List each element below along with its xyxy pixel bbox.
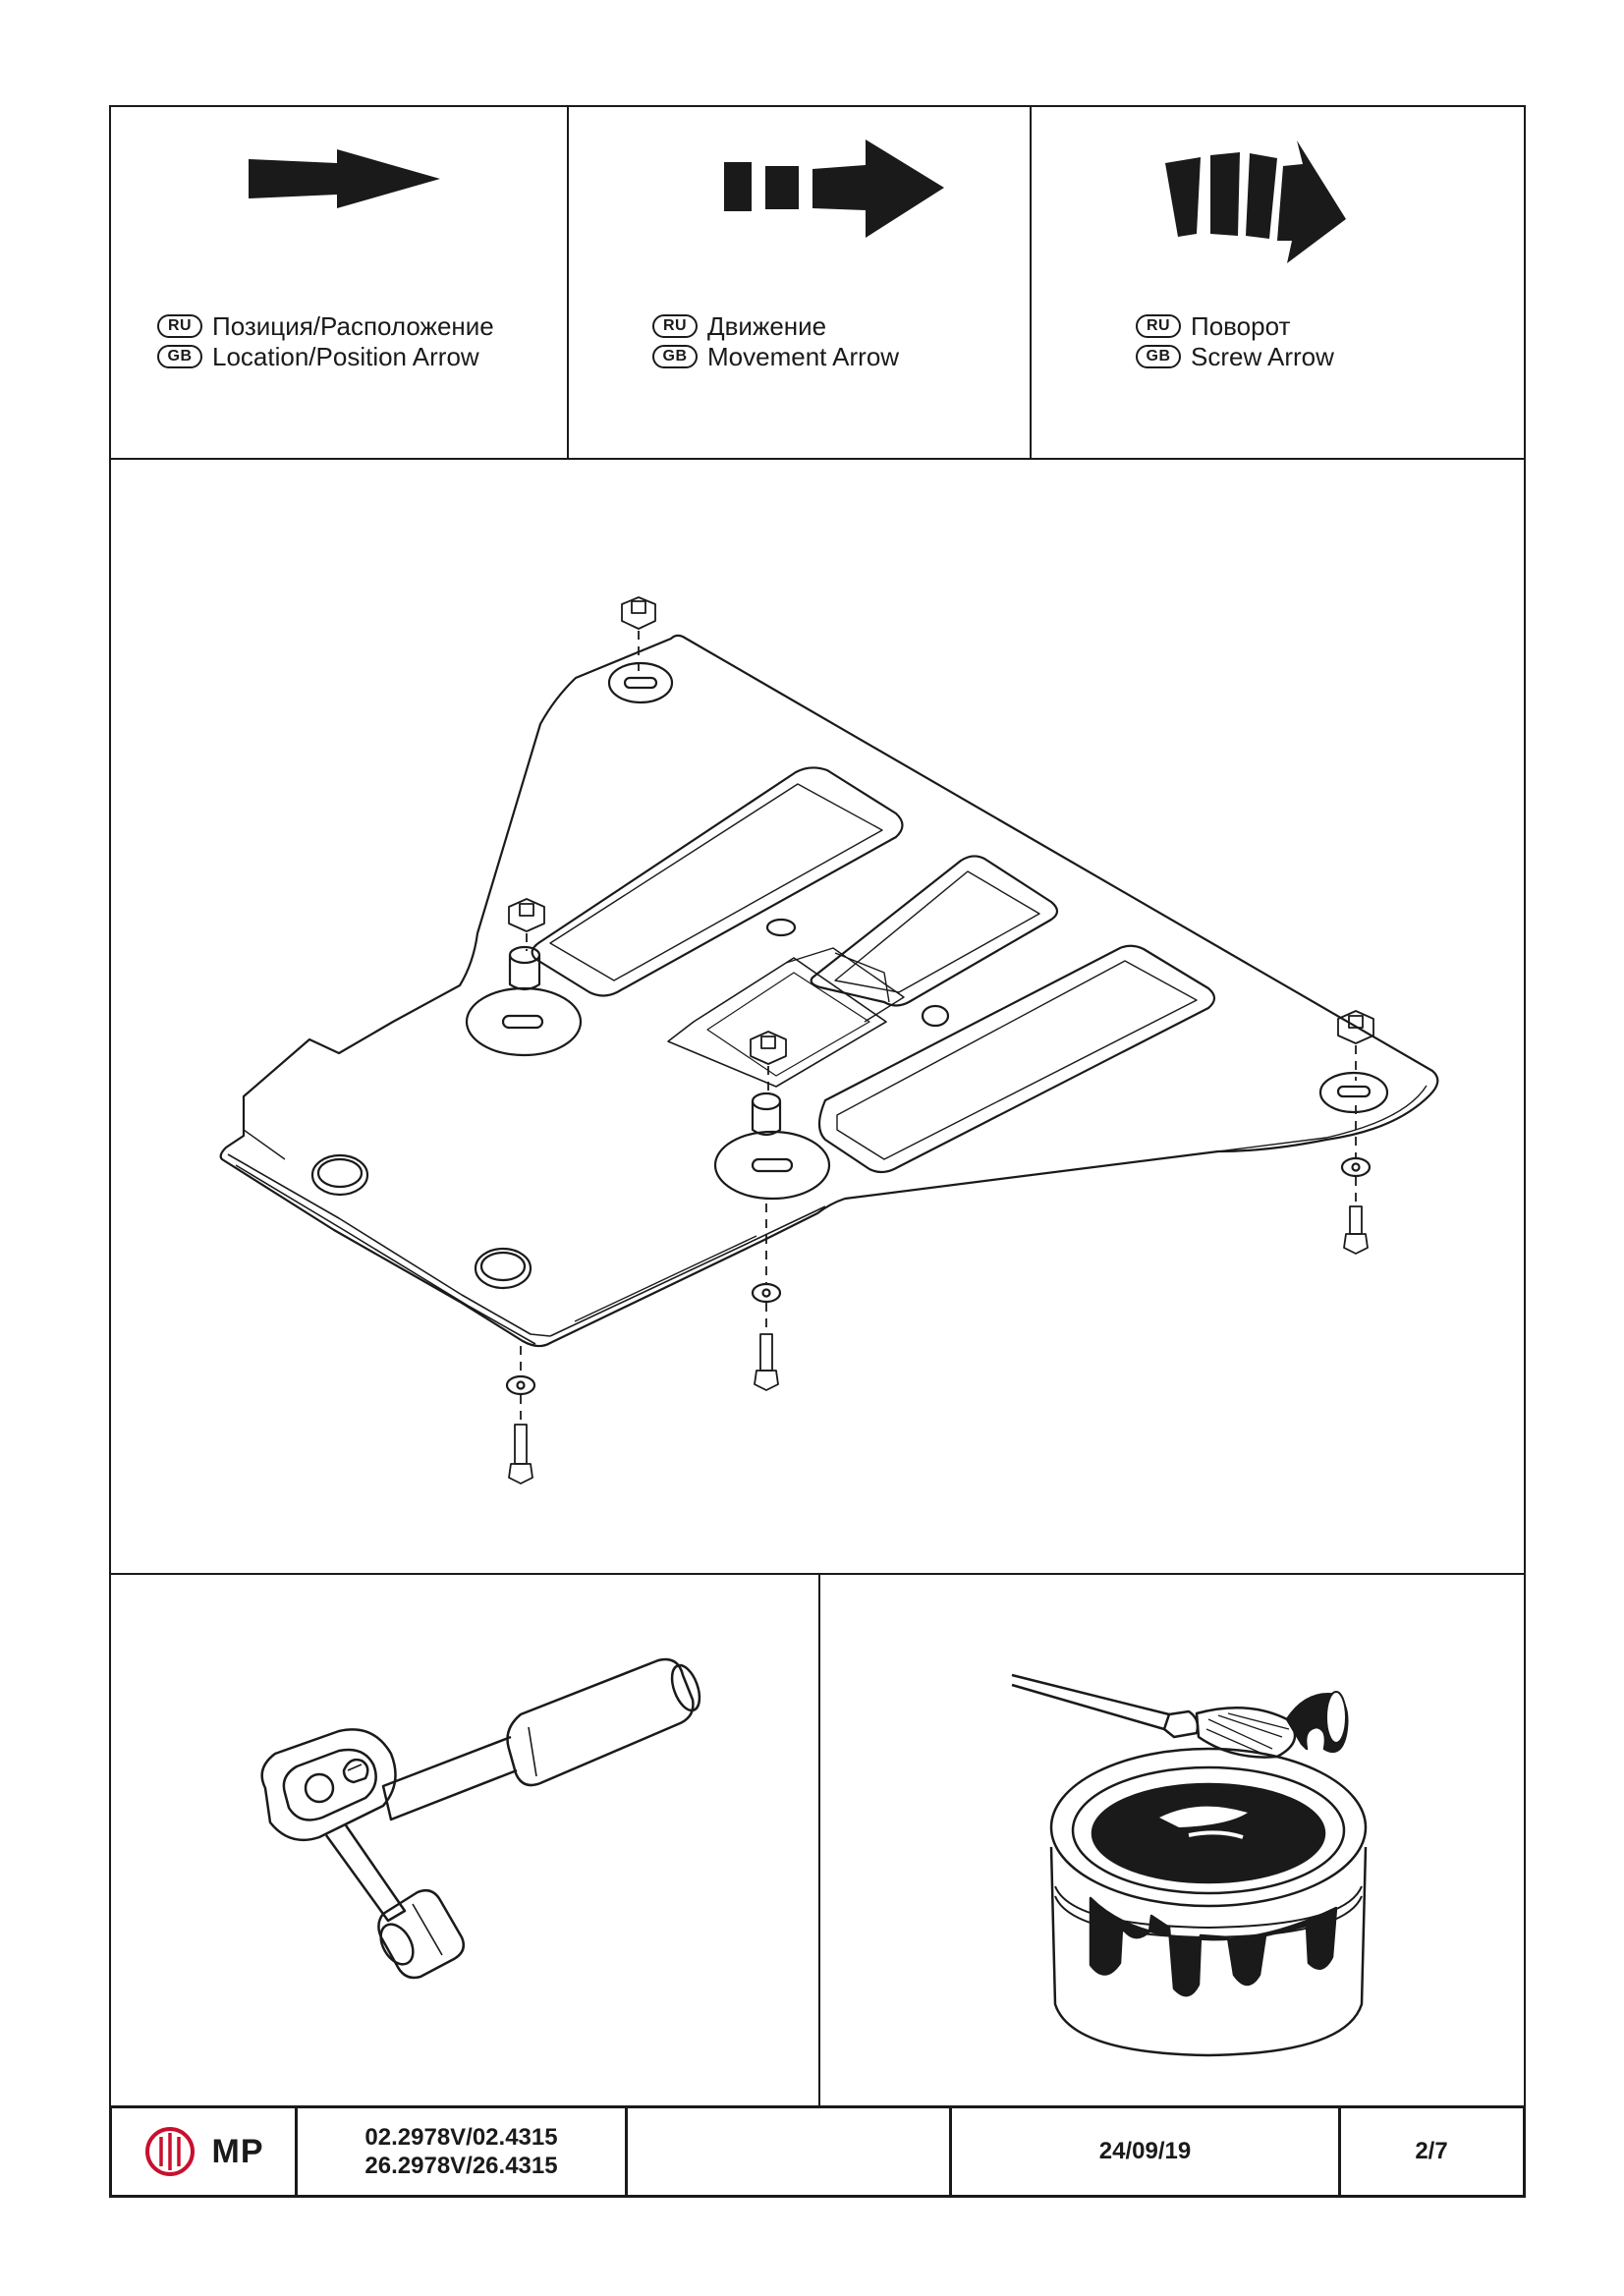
movement-arrow-icon bbox=[724, 140, 944, 238]
footer-logo-cell: MP bbox=[112, 2108, 298, 2195]
part-code-2: 26.2978V/26.4315 bbox=[364, 2153, 558, 2179]
footer-codes-cell: 02.2978V/02.4315 26.2978V/26.4315 bbox=[298, 2108, 628, 2195]
legend-gb-text: Movement Arrow bbox=[707, 341, 900, 371]
footer-title-block: MP 02.2978V/02.4315 26.2978V/26.4315 24/… bbox=[109, 2105, 1526, 2198]
legend-location: RU Позиция/Расположение GB Location/Positi… bbox=[157, 310, 494, 371]
footer-blank-cell bbox=[628, 2108, 952, 2195]
mp-logo-icon bbox=[144, 2127, 195, 2176]
tools-top-rule bbox=[110, 1573, 1525, 1575]
legend-movement: RU Движение GB Movement Arrow bbox=[652, 310, 899, 371]
ratchet-wrench-icon bbox=[260, 1657, 701, 1980]
tools-divider bbox=[818, 1573, 820, 2105]
screw-arrow-icon bbox=[1165, 140, 1346, 263]
legend-ru-text: Позиция/Расположение bbox=[212, 310, 494, 341]
legend-gb-text: Location/Position Arrow bbox=[212, 341, 479, 371]
gb-badge: GB bbox=[1136, 344, 1181, 368]
paint-can-brush-icon bbox=[1011, 1673, 1368, 2057]
gb-badge: GB bbox=[652, 344, 698, 368]
legend-ru-text: Поворот bbox=[1191, 310, 1291, 341]
ru-badge: RU bbox=[1136, 313, 1181, 338]
logo-text: MP bbox=[211, 2132, 264, 2170]
legend-ru-text: Движение bbox=[707, 310, 827, 341]
ru-badge: RU bbox=[652, 313, 698, 338]
legend-gb-text: Screw Arrow bbox=[1191, 341, 1334, 371]
page-number: 2/7 bbox=[1415, 2138, 1448, 2164]
location-position-arrow-icon bbox=[249, 149, 440, 208]
legend-bottom-rule bbox=[110, 458, 1525, 460]
document-date: 24/09/19 bbox=[1098, 2138, 1192, 2164]
footer-date-cell: 24/09/19 bbox=[952, 2108, 1341, 2195]
legend-screw: RU Поворот GB Screw Arrow bbox=[1136, 310, 1334, 371]
skid-plate-assembly-diagram bbox=[219, 596, 1439, 1484]
legend-divider-1 bbox=[567, 106, 569, 458]
legend-divider-2 bbox=[1030, 106, 1032, 458]
ru-badge: RU bbox=[157, 313, 202, 338]
gb-badge: GB bbox=[157, 344, 202, 368]
part-code-1: 02.2978V/02.4315 bbox=[364, 2124, 558, 2151]
footer-page-cell: 2/7 bbox=[1341, 2108, 1522, 2195]
